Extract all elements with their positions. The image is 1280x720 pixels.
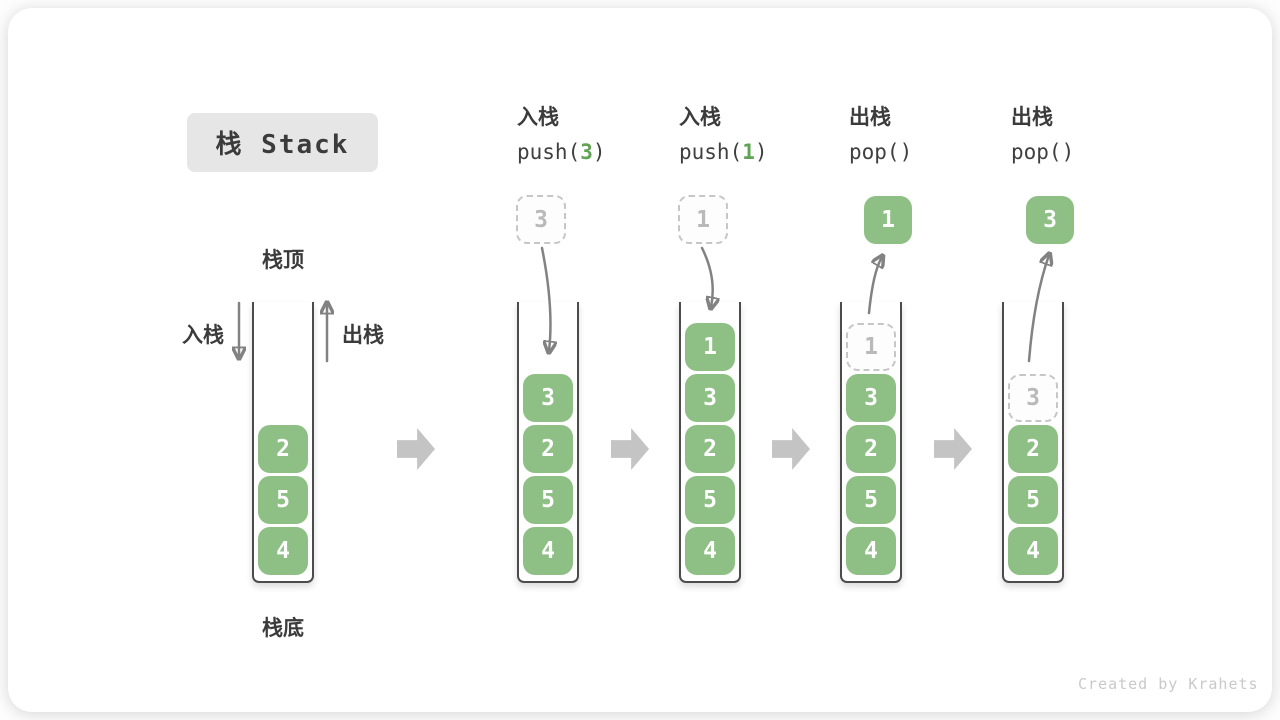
removed-element-placeholder: 1 [846,323,896,371]
stack-element: 5 [258,476,308,524]
operation-code: pop() [1011,142,1074,163]
code-argument: 1 [742,140,755,164]
incoming-element: 1 [678,195,728,244]
code-text: pop() [849,140,913,164]
stack-element: 5 [846,476,896,524]
code-text: ) [754,140,768,164]
next-step-arrow-icon [772,428,810,470]
stack-element: 2 [523,425,573,473]
operation-code: push(1) [679,142,768,163]
operation-header: 出栈 pop() [1011,107,1074,163]
operation-name-cn: 入栈 [517,105,559,129]
operation-header: 入栈 push(1) [679,107,768,163]
operation-code: push(3) [517,142,606,163]
title-box: 栈 Stack [187,113,378,172]
popped-element: 3 [1026,196,1074,244]
next-step-arrow-icon [934,428,972,470]
code-argument: 3 [580,140,593,164]
removed-element-placeholder: 3 [1008,374,1058,422]
watermark: Created by Krahets [1078,675,1259,693]
stack-element: 2 [1008,425,1058,473]
code-text: ) [592,140,606,164]
stack-top-label: 栈顶 [262,248,304,272]
code-text: push( [517,140,581,164]
operation-name-cn: 入栈 [679,105,721,129]
operation-name-cn: 出栈 [1011,105,1053,129]
code-text: pop() [1011,140,1075,164]
stack-element: 2 [685,425,735,473]
stack-element: 1 [685,323,735,371]
stack-element: 5 [1008,476,1058,524]
incoming-element: 3 [516,195,566,244]
stack-element: 4 [846,527,896,575]
pop-side-label: 出栈 [342,323,384,347]
stack-element: 4 [1008,527,1058,575]
push-side-label: 入栈 [182,323,224,347]
operation-name-cn: 出栈 [849,105,891,129]
popped-element: 1 [864,196,912,244]
operation-header: 入栈 push(3) [517,107,606,163]
operation-header: 出栈 pop() [849,107,912,163]
stack-element: 5 [523,476,573,524]
stack-element: 2 [846,425,896,473]
next-step-arrow-icon [397,428,435,470]
stack-bottom-label: 栈底 [262,616,304,640]
stack-element: 3 [523,374,573,422]
stack-element: 4 [258,527,308,575]
operation-code: pop() [849,142,912,163]
stack-element: 5 [685,476,735,524]
page-title: 栈 Stack [215,130,350,160]
stack-element: 2 [258,425,308,473]
stack-element: 4 [523,527,573,575]
stack-element: 3 [846,374,896,422]
stack-element: 3 [685,374,735,422]
next-step-arrow-icon [611,428,649,470]
stack-element: 4 [685,527,735,575]
code-text: push( [679,140,743,164]
